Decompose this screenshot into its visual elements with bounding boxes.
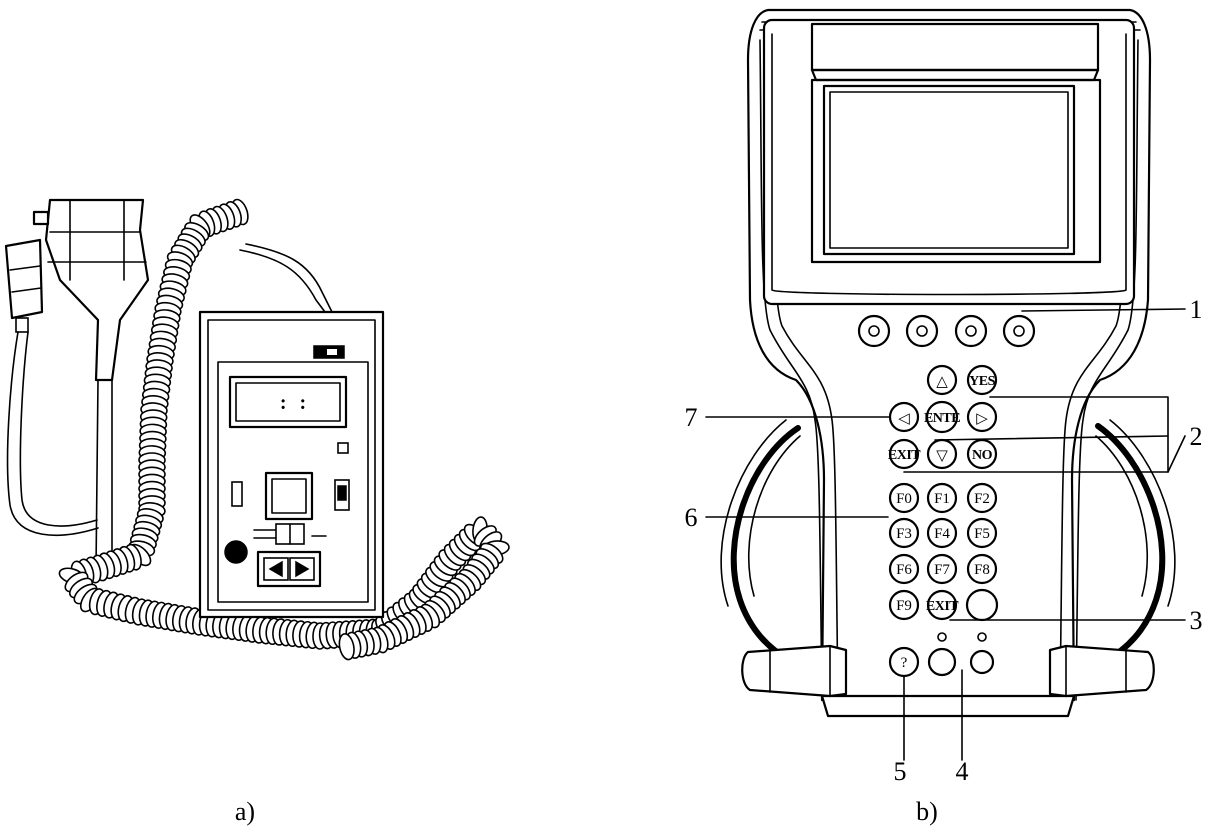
straight-cable: [239, 249, 326, 313]
callout-lines: [705, 308, 1186, 761]
function-key-label: F7: [934, 562, 950, 578]
arrow-buttons[interactable]: [256, 550, 322, 588]
left-handle: [720, 419, 848, 698]
function-key-f1[interactable]: F1: [926, 482, 958, 514]
callout-3: 3: [1190, 606, 1203, 635]
power-dot: [224, 540, 248, 564]
callout-7: 7: [685, 403, 698, 432]
callout-1: 1: [1190, 295, 1203, 324]
callout-4: 4: [956, 757, 969, 786]
scanner-foot: [820, 694, 1076, 718]
function-key-label: F1: [934, 491, 950, 507]
function-key-f2[interactable]: F2: [966, 482, 998, 514]
left-switch[interactable]: [231, 481, 243, 507]
soft-keys: [857, 314, 1036, 348]
callout-2: 2: [1190, 422, 1203, 451]
left-arrow-icon: ◁: [898, 411, 910, 427]
function-key-label: F0: [896, 491, 912, 507]
power-button-small[interactable]: [969, 649, 995, 675]
function-key-f8[interactable]: F8: [966, 553, 998, 585]
up-arrow-icon: △: [936, 374, 948, 390]
function-key-label: F9: [896, 598, 912, 614]
enter-key[interactable]: ENTE: [924, 400, 961, 434]
function-key-f6[interactable]: F6: [888, 553, 920, 585]
led-left: [937, 632, 947, 642]
slide-switch[interactable]: [253, 523, 327, 545]
up-key[interactable]: △: [926, 364, 958, 396]
function-key-label: F8: [974, 562, 990, 578]
enter-key-label: ENTE: [924, 411, 960, 426]
function-key-label: F4: [934, 526, 950, 542]
soft-key-3[interactable]: [954, 314, 988, 348]
left-arrow-icon: [268, 560, 283, 578]
right-arrow-icon: [295, 560, 310, 578]
down-arrow-icon: ▽: [936, 448, 948, 464]
indicator-led: [337, 442, 349, 454]
yes-key-label: YES: [969, 374, 995, 389]
right-arrow-icon: ▷: [976, 411, 988, 427]
right-key[interactable]: ▷: [966, 401, 998, 433]
soft-key-2[interactable]: [905, 314, 939, 348]
power-button-large[interactable]: [927, 647, 957, 677]
scanner-b-illustration: △ YES ◁ ENTE ▷ EXIT: [720, 8, 1176, 718]
help-key[interactable]: ?: [888, 646, 920, 678]
function-key-f7[interactable]: F7: [926, 553, 958, 585]
reader-display: : :: [228, 375, 348, 429]
function-key-f3[interactable]: F3: [888, 517, 920, 549]
function-key-f9[interactable]: F9: [888, 589, 920, 621]
led-right: [977, 632, 987, 642]
exit-key-lower[interactable]: EXIT: [926, 589, 960, 621]
blank-key[interactable]: [965, 588, 999, 622]
function-key-f4[interactable]: F4: [926, 517, 958, 549]
caption-b: b): [916, 797, 938, 826]
function-key-label: F2: [974, 491, 990, 507]
display-screen: [822, 84, 1076, 256]
small-side-plug: [4, 238, 99, 537]
left-key[interactable]: ◁: [888, 401, 920, 433]
function-key-f0[interactable]: F0: [888, 482, 920, 514]
soft-key-4[interactable]: [1002, 314, 1036, 348]
callout-5: 5: [894, 757, 907, 786]
reader-body: : :: [198, 310, 385, 619]
no-key[interactable]: NO: [966, 438, 998, 470]
soft-key-1[interactable]: [857, 314, 891, 348]
function-key-label: F5: [974, 526, 990, 542]
dlc-connector: [32, 198, 150, 571]
no-key-label: NO: [972, 448, 993, 463]
center-button[interactable]: [264, 471, 314, 521]
caption-a: a): [235, 797, 255, 826]
exit-key-lower-label: EXIT: [926, 599, 959, 614]
function-key-label: F3: [896, 526, 912, 542]
down-key[interactable]: ▽: [926, 438, 958, 470]
coiled-cable: [58, 198, 510, 661]
help-key-label: ?: [901, 655, 908, 671]
exit-key-left-label: EXIT: [888, 448, 921, 463]
function-key-f5[interactable]: F5: [966, 517, 998, 549]
callout-6: 6: [685, 503, 698, 532]
scanner-a-illustration: : :: [4, 198, 510, 661]
yes-key[interactable]: YES: [966, 364, 998, 396]
exit-key-left[interactable]: EXIT: [888, 438, 922, 470]
nav-keys: △ YES ◁ ENTE ▷ EXIT: [888, 364, 998, 470]
display-digits: : :: [280, 392, 310, 414]
right-handle: [1048, 419, 1176, 698]
function-key-label: F6: [896, 562, 912, 578]
